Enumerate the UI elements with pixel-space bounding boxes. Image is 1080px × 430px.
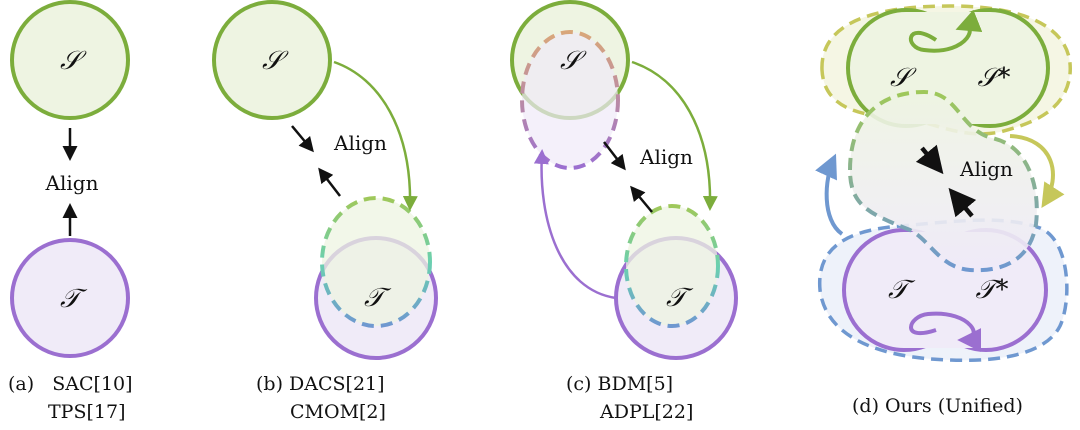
source-loop-arrow — [908, 9, 983, 53]
blue-arrow — [815, 153, 844, 236]
mixed-source-ellipse — [520, 30, 620, 170]
source-star-label: 𝒮* — [977, 63, 1010, 93]
target-to-source-arrow — [533, 149, 617, 300]
caption-b-line1: (b) DACS[21] — [256, 373, 385, 395]
align-label: Align — [45, 171, 99, 195]
target-loop-arrow — [909, 311, 982, 352]
caption-a-line1: (a) SAC[10] — [8, 373, 133, 395]
arrow-align-2 — [630, 185, 653, 213]
mixed-domain-ellipse — [320, 196, 432, 328]
mix-arrow — [333, 60, 418, 211]
caption-d: (d) Ours (Unified) — [852, 395, 1023, 417]
arrow-align-1 — [915, 144, 944, 175]
olive-arrow — [1009, 134, 1065, 209]
align-label: Align — [959, 157, 1013, 181]
align-label: Align — [333, 131, 387, 155]
panel-b: 𝒮 𝒯 Align (b) DACS[21] CMOM[2] — [212, 0, 438, 423]
target-domain-circle — [10, 238, 130, 358]
caption-c-line2: ADPL[22] — [599, 401, 693, 423]
arrow-align-2 — [948, 187, 977, 218]
target-star-label: 𝒯* — [976, 275, 1009, 305]
mixed-target-ellipse — [624, 204, 720, 328]
panel-c: 𝒮 𝒯 Align (c) BDM[5] ADPL[22] — [510, 0, 738, 423]
align-label: Align — [639, 145, 693, 169]
caption-b-line2: CMOM[2] — [290, 401, 386, 423]
arrow-align-1 — [603, 141, 626, 171]
mixed-domain-shape — [847, 89, 1039, 273]
source-to-target-arrow — [631, 60, 718, 211]
source-domain-circle — [10, 0, 130, 120]
arrow-align-2 — [318, 167, 341, 197]
caption-c-line1: (c) BDM[5] — [566, 373, 673, 395]
source-domain-circle — [212, 0, 332, 120]
caption-a-line2: TPS[17] — [48, 401, 125, 423]
panel-d: 𝒮 𝒮* 𝒯 𝒯* Align (d) Ours (Unified) — [815, 4, 1072, 417]
arrow-align-1 — [291, 125, 314, 153]
panel-a: 𝒮 Align 𝒯 (a) SAC[10] TPS[17] — [8, 0, 133, 423]
